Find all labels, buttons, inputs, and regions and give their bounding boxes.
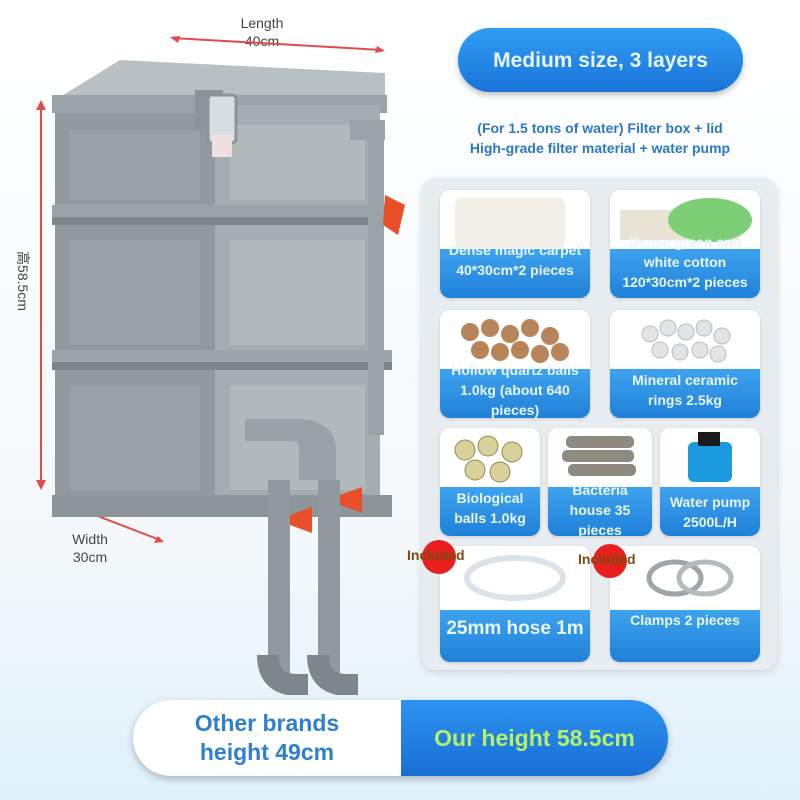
other-brands-height: Other brands height 49cm: [133, 700, 401, 776]
item-card-bacteria-house: Bacteria house 35 pieces: [548, 428, 652, 536]
item-label: Dense green and white cotton 120*30cm*2 …: [622, 234, 748, 290]
width-label-text: Width: [72, 531, 108, 547]
item-label: Dense magic carpet 40*30cm*2 pieces: [448, 242, 582, 278]
item-label: Biological balls 1.0kg: [454, 490, 526, 526]
height-comparison-bar: Other brands height 49cm Our height 58.5…: [133, 700, 668, 776]
height-arrow: [34, 100, 48, 490]
item-label: Hollow quartz balls 1.0kg (about 640 pie…: [451, 362, 579, 418]
item-card-hose: 25mm hose 1m: [440, 546, 590, 662]
item-card-bio-balls: Biological balls 1.0kg: [440, 428, 540, 536]
item-card-clamps: Clamps 2 pieces: [610, 546, 760, 662]
item-label: 25mm hose 1m: [446, 618, 584, 639]
included-badge-dot: [593, 544, 627, 578]
item-card-green-cotton: Dense green and white cotton 120*30cm*2 …: [610, 190, 760, 298]
item-card-dense-carpet: Dense magic carpet 40*30cm*2 pieces: [440, 190, 590, 298]
page-title: Medium size, 3 layers: [458, 28, 743, 92]
width-label: Width 30cm: [50, 530, 130, 566]
width-value: 30cm: [72, 549, 108, 565]
item-card-water-pump: Water pump 2500L/H: [660, 428, 760, 536]
included-badge: Included: [407, 547, 465, 563]
included-badge: Included: [578, 551, 636, 567]
other-brands-line-1: Other brands: [194, 710, 340, 736]
item-label: Clamps 2 pieces: [630, 612, 740, 628]
other-brands-line-2: height 49cm: [199, 739, 335, 765]
our-height: Our height 58.5cm: [401, 700, 668, 776]
item-label: Water pump 2500L/H: [669, 494, 751, 530]
included-badge-dot: [422, 540, 456, 574]
height-label: 高58.5cm: [15, 251, 31, 311]
subtitle-line-2: High-grade filter material + water pump: [469, 140, 731, 156]
subtitle-line-1: (For 1.5 tons of water) Filter box + lid: [477, 120, 723, 136]
item-card-quartz-balls: Hollow quartz balls 1.0kg (about 640 pie…: [440, 310, 590, 418]
length-arrow: [170, 36, 385, 54]
filter-box-illustration: [40, 55, 420, 696]
item-card-ceramic-rings: Mineral ceramic rings 2.5kg: [610, 310, 760, 418]
item-label: Bacteria house 35 pieces: [569, 482, 631, 536]
item-label: Mineral ceramic rings 2.5kg: [632, 372, 738, 408]
length-label-text: Length: [240, 15, 284, 31]
length-label: Length 40cm: [222, 14, 302, 50]
length-value: 40cm: [244, 33, 280, 49]
